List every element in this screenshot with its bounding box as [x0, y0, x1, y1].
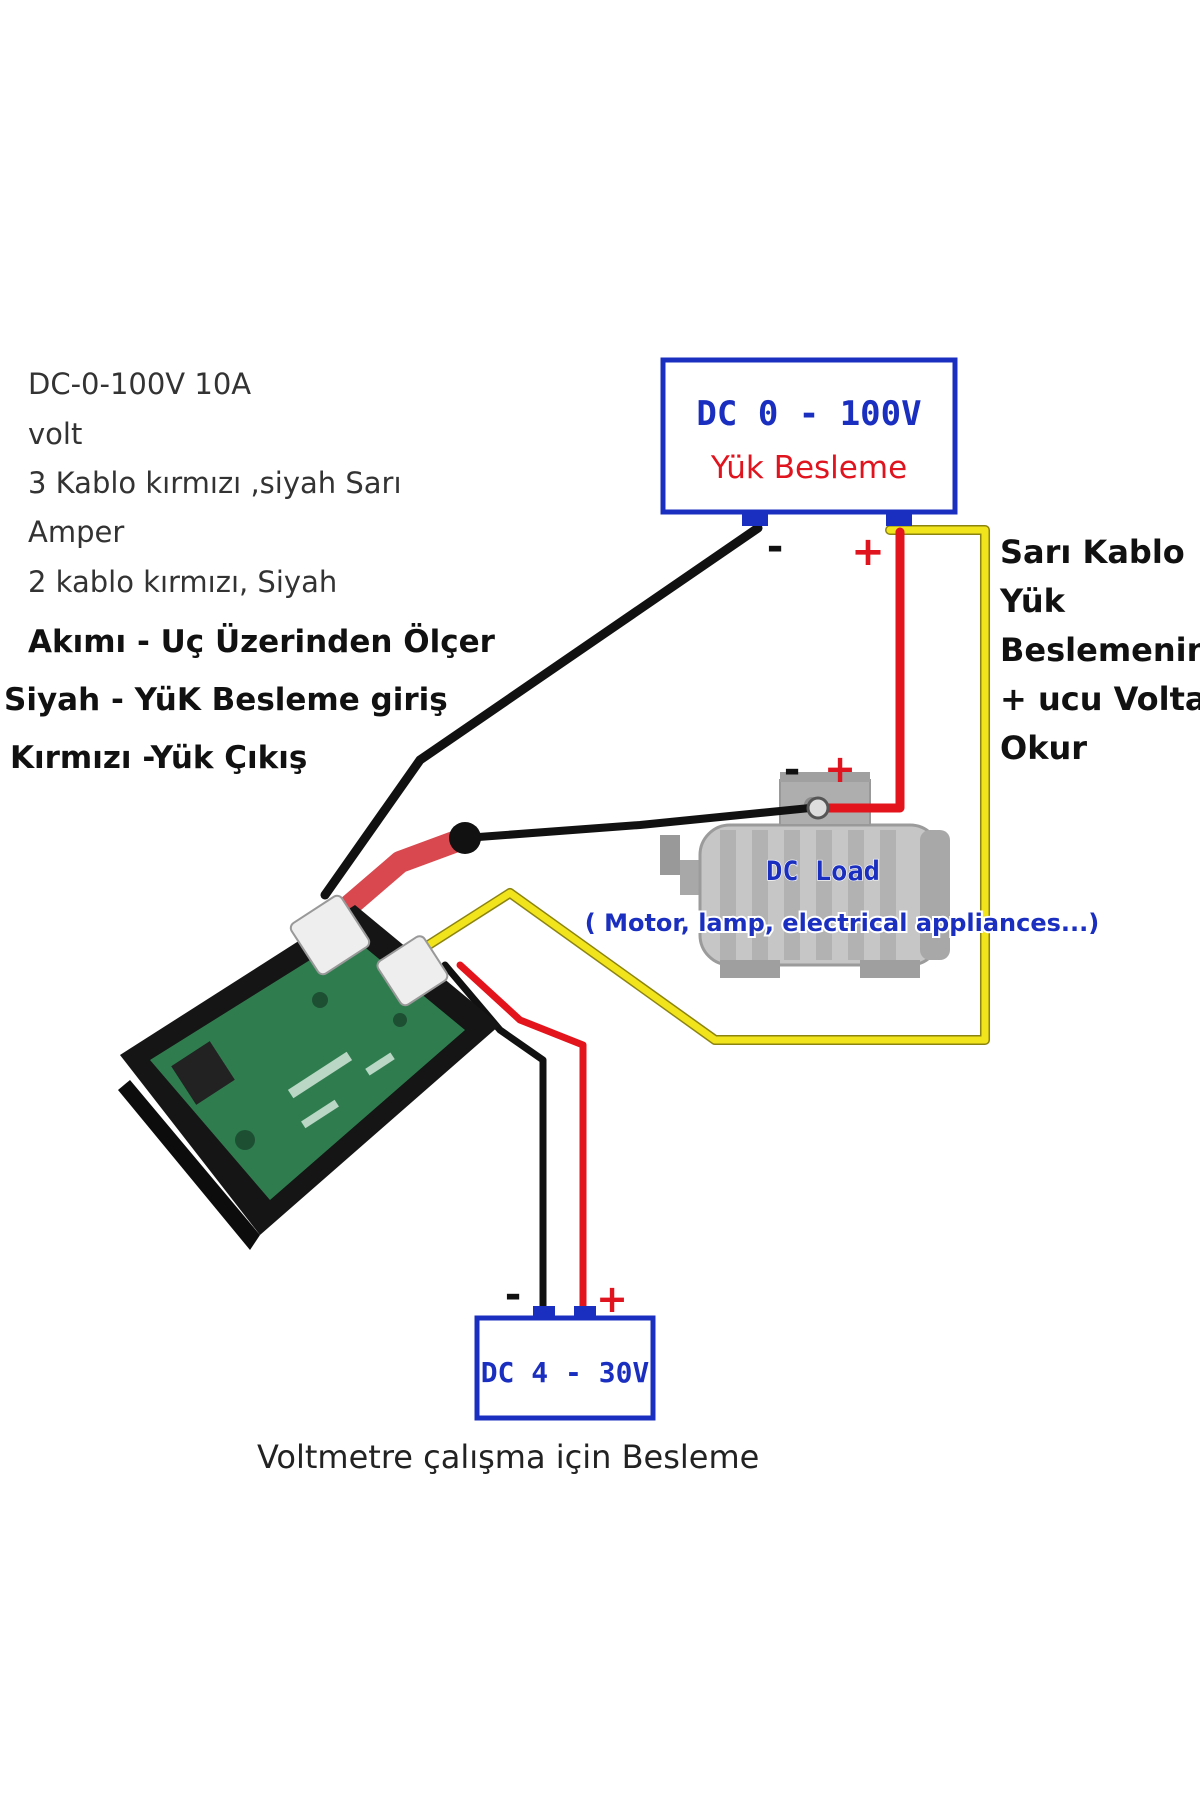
- black-wire-meter-supply: [441, 961, 547, 1322]
- right-note-line4: + ucu Voltaj: [1000, 680, 1200, 718]
- dc-load-labels: - + DC Load ( Motor, lamp, electrical ap…: [583, 747, 1101, 939]
- left-note-bold2: Siyah - YüK Besleme giriş: [4, 682, 448, 718]
- dc-load-subtitle: ( Motor, lamp, electrical appliances...): [585, 909, 1099, 937]
- red-wire-meter-shunt: [339, 827, 476, 916]
- meter-supply-plus-terminal: [574, 1306, 596, 1320]
- right-note-line1: Sarı Kablo: [1000, 533, 1185, 571]
- load-supply-title: DC 0 - 100V: [696, 394, 921, 434]
- red-wire-meter-supply: [456, 961, 587, 1322]
- meter-supply-title: DC 4 - 30V: [481, 1356, 650, 1389]
- left-note-line4: Amper: [28, 515, 125, 549]
- left-note-line5: 2 kablo kırmızı, Siyah: [28, 565, 338, 599]
- wires: [320, 523, 990, 1322]
- right-note-line5: Okur: [1000, 729, 1088, 767]
- dc-load-title: DC Load: [766, 856, 880, 887]
- load-supply-minus-terminal: [742, 510, 768, 526]
- left-note-line3: 3 Kablo kırmızı ,siyah Sarı: [28, 466, 402, 500]
- load-supply-box: DC 0 - 100V Yük Besleme - +: [660, 357, 958, 575]
- dc-load-plus-label: +: [824, 747, 856, 791]
- meter-supply-box: DC 4 - 30V - +: [474, 1272, 656, 1421]
- motor-terminal: [806, 796, 830, 820]
- load-supply-plus-terminal: [886, 510, 912, 526]
- black-wire-load-return: [461, 804, 814, 842]
- meter-supply-caption: Voltmetre çalışma için Besleme: [257, 1438, 760, 1476]
- right-note-line3: Beslemenin: [1000, 631, 1200, 669]
- dc-load-minus-label: -: [784, 747, 801, 793]
- left-note-bold3: Kırmızı -Yük Çıkış: [10, 740, 308, 776]
- meter-supply-minus-terminal: [533, 1306, 555, 1320]
- red-wire-load-plus: [817, 527, 905, 813]
- left-note-bold1: Akımı - Uç Üzerinden Ölçer: [28, 624, 495, 660]
- meter-supply-plus-label: +: [596, 1277, 628, 1321]
- load-supply-plus-label: +: [851, 529, 885, 575]
- wire-junction: [449, 822, 481, 854]
- left-note-line1: DC-0-100V 10A: [28, 367, 252, 401]
- load-supply-minus-label: -: [767, 524, 784, 570]
- right-note-line2: Yük: [1000, 582, 1065, 620]
- load-supply-subtitle: Yük Besleme: [710, 450, 907, 486]
- meter-supply-minus-label: -: [505, 1272, 522, 1318]
- voltmeter-module: [118, 894, 500, 1250]
- left-note-line2: volt: [28, 417, 83, 451]
- dc-load-motor: [660, 772, 950, 978]
- black-wire-load-minus: [320, 523, 763, 900]
